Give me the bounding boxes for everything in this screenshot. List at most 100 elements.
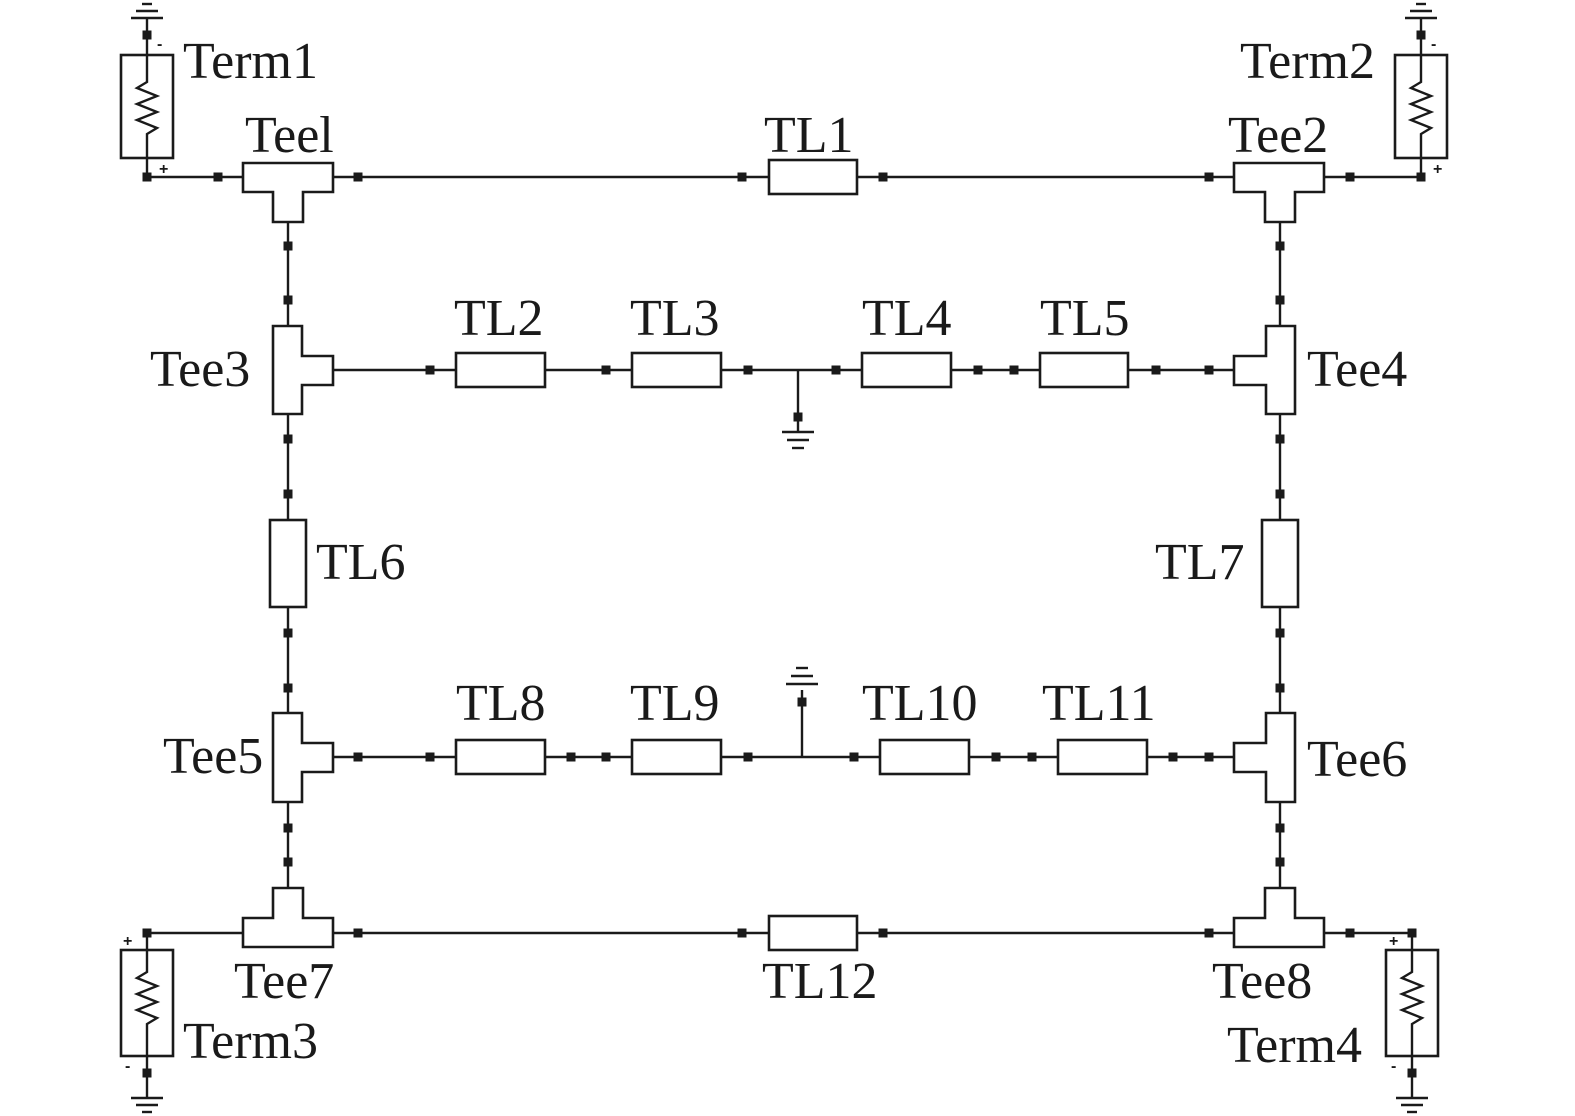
tee2-label: Tee2 xyxy=(1228,107,1328,164)
pin-marker xyxy=(1204,172,1214,182)
pin-marker xyxy=(425,752,435,762)
transmission-line-tl9[interactable] xyxy=(630,738,723,776)
tee4-label: Tee4 xyxy=(1307,341,1407,398)
wires xyxy=(145,18,1423,1098)
tl7-label: TL7 xyxy=(1155,534,1245,591)
plus-mark: + xyxy=(159,161,168,178)
pin-marker xyxy=(1275,434,1285,444)
tl9-label: TL9 xyxy=(630,675,720,732)
plus-mark: + xyxy=(1433,161,1442,178)
pin-marker xyxy=(353,752,363,762)
ground-icon xyxy=(1405,2,1437,20)
transmission-line-tl5[interactable] xyxy=(1038,351,1130,389)
pin-marker xyxy=(743,365,753,375)
termination-term3[interactable] xyxy=(119,948,175,1058)
term1-label: Term1 xyxy=(183,33,318,90)
term4-label: Term4 xyxy=(1227,1017,1362,1074)
transmission-line-tl2[interactable] xyxy=(454,351,547,389)
tee3-label: Tee3 xyxy=(150,341,250,398)
pin-marker xyxy=(601,365,611,375)
termination-term4[interactable] xyxy=(1384,948,1440,1058)
tee1-label: Teel xyxy=(245,107,334,164)
pin-marker xyxy=(283,823,293,833)
tee-junction-tee7[interactable] xyxy=(241,886,335,949)
pin-marker xyxy=(283,628,293,638)
pin-marker xyxy=(1275,683,1285,693)
tl4-label: TL4 xyxy=(862,290,952,347)
transmission-line-tl11[interactable] xyxy=(1056,738,1149,776)
pin-marker xyxy=(1345,928,1355,938)
tee-junction-tee2[interactable] xyxy=(1232,161,1326,224)
pin-marker xyxy=(743,752,753,762)
ground-icon xyxy=(786,666,818,686)
pin-marker xyxy=(878,928,888,938)
tee-junction-tee8[interactable] xyxy=(1232,886,1326,949)
connection-pins xyxy=(142,30,1426,1078)
pin-marker xyxy=(1027,752,1037,762)
pin-marker xyxy=(1275,857,1285,867)
pin-marker xyxy=(1345,172,1355,182)
ground-icon xyxy=(782,430,814,450)
termination-term1[interactable] xyxy=(119,53,175,160)
pin-marker xyxy=(1275,489,1285,499)
transmission-line-tl3[interactable] xyxy=(630,351,723,389)
transmission-line-tl12[interactable] xyxy=(767,914,859,952)
tee8-label: Tee8 xyxy=(1212,953,1312,1010)
pin-marker xyxy=(213,172,223,182)
tl10-label: TL10 xyxy=(862,675,978,732)
tee-junction-tee1[interactable] xyxy=(241,161,335,224)
tl11-label: TL11 xyxy=(1042,675,1156,732)
tl6-label: TL6 xyxy=(316,534,406,591)
transmission-line-tl10[interactable] xyxy=(878,738,971,776)
tee-junction-tee6[interactable] xyxy=(1232,711,1297,804)
pin-marker xyxy=(737,928,747,938)
pin-marker xyxy=(973,365,983,375)
pin-marker xyxy=(831,365,841,375)
tl8-label: TL8 xyxy=(456,675,546,732)
pin-marker xyxy=(142,1068,152,1078)
transmission-line-tl7[interactable] xyxy=(1260,518,1300,609)
pin-marker xyxy=(425,365,435,375)
pin-marker xyxy=(283,489,293,499)
transmission-line-tl8[interactable] xyxy=(454,738,547,776)
tee-junction-tee5[interactable] xyxy=(271,711,335,804)
pin-marker xyxy=(1416,172,1426,182)
pin-marker xyxy=(601,752,611,762)
minus-mark: - xyxy=(1431,36,1436,53)
pin-marker xyxy=(353,172,363,182)
pin-marker xyxy=(1275,823,1285,833)
tee-junction-tee4[interactable] xyxy=(1232,324,1297,416)
tl2-label: TL2 xyxy=(454,290,544,347)
tl3-label: TL3 xyxy=(630,290,720,347)
plus-mark: + xyxy=(123,933,132,950)
minus-mark: - xyxy=(1391,1058,1396,1075)
component-labels: Term1 Term2 Term3 Term4 Teel Tee2 Tee3 T… xyxy=(150,33,1407,1074)
minus-mark: - xyxy=(157,36,162,53)
transmission-line-tl1[interactable] xyxy=(767,158,859,196)
minus-mark: - xyxy=(125,1058,130,1075)
pin-marker xyxy=(1204,928,1214,938)
transmission-line-tl6[interactable] xyxy=(268,518,308,609)
tl1-label: TL1 xyxy=(764,107,854,164)
tl5-label: TL5 xyxy=(1040,290,1130,347)
pin-marker xyxy=(1416,30,1426,40)
pin-marker xyxy=(797,697,807,707)
ground-icon xyxy=(131,1096,163,1114)
pin-marker xyxy=(283,434,293,444)
polarity-marks: - + - + + - + - xyxy=(123,36,1442,1075)
tee-junction-tee3[interactable] xyxy=(271,324,335,416)
pin-marker xyxy=(737,172,747,182)
transmission-line-tl4[interactable] xyxy=(860,351,953,389)
pin-marker xyxy=(283,295,293,305)
termination-term2[interactable] xyxy=(1393,53,1449,160)
pin-marker xyxy=(142,172,152,182)
tee5-label: Tee5 xyxy=(163,728,263,785)
pin-marker xyxy=(878,172,888,182)
pin-marker xyxy=(283,857,293,867)
pin-marker xyxy=(283,683,293,693)
term3-label: Term3 xyxy=(183,1013,318,1070)
pin-marker xyxy=(353,928,363,938)
pin-marker xyxy=(1275,241,1285,251)
pin-marker xyxy=(283,241,293,251)
